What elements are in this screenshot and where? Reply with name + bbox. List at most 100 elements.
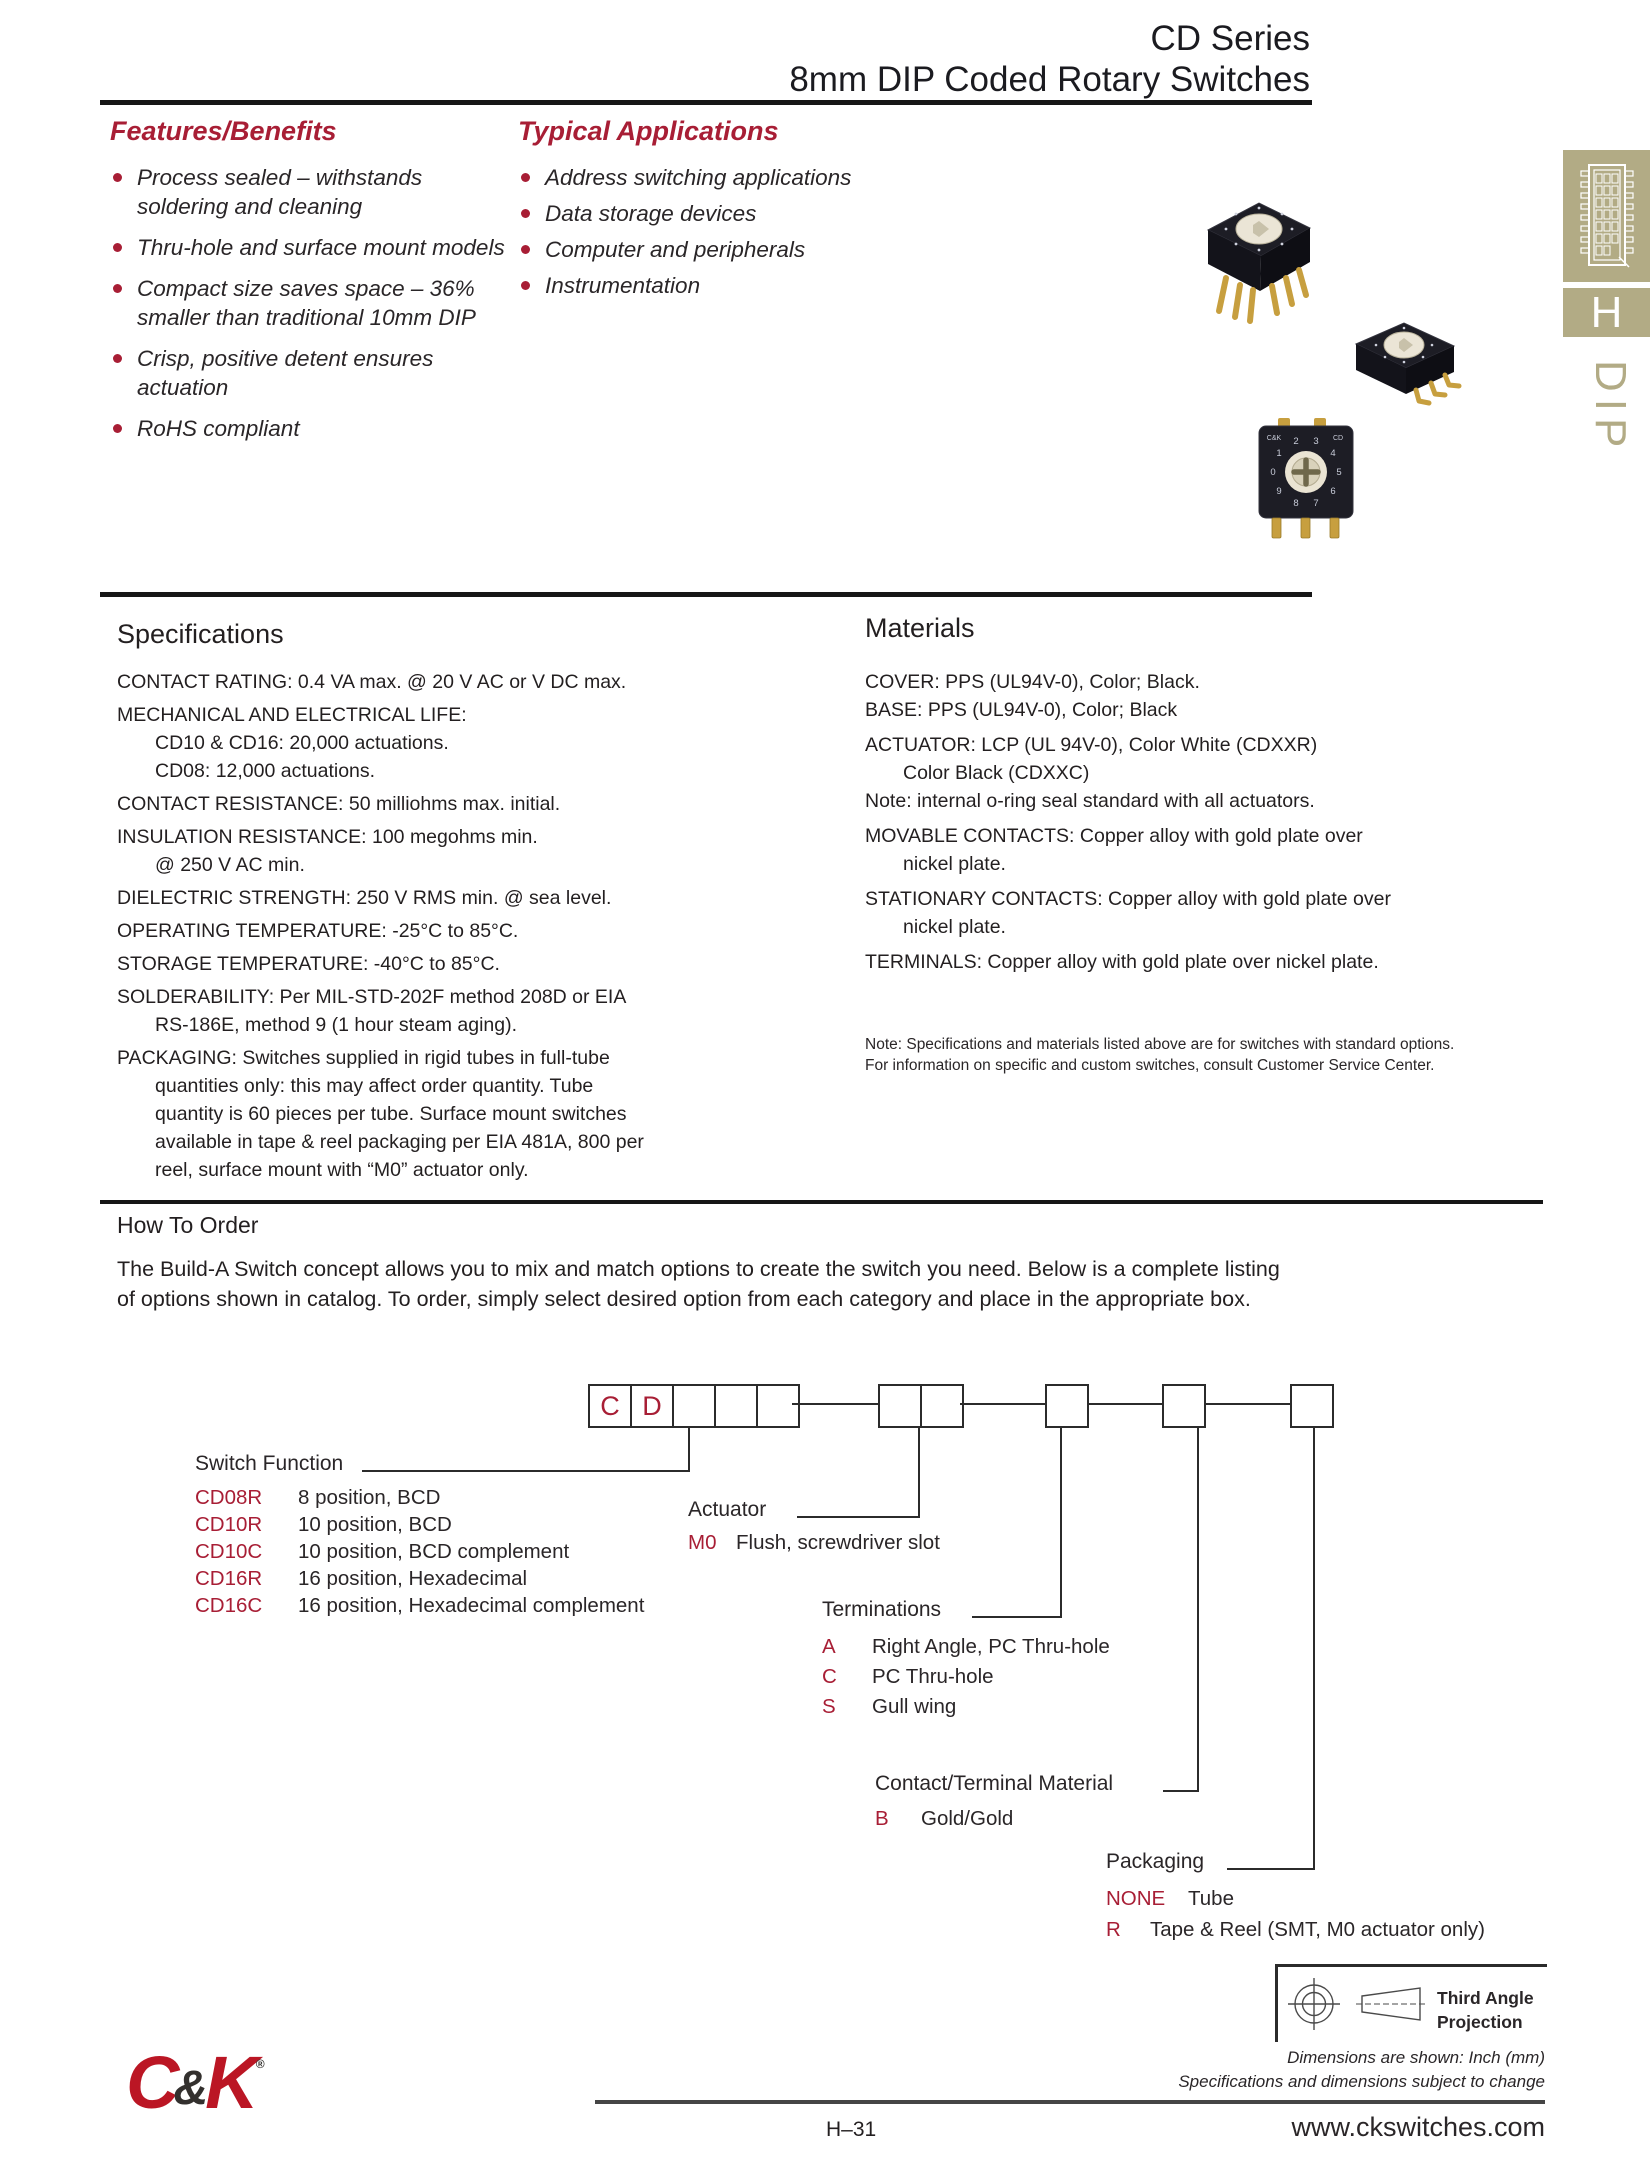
contact-material-group: Contact/Terminal Material B Gold/Gold (875, 1772, 1113, 1832)
order-code-box-terminations (1045, 1384, 1089, 1428)
dial-digit: 7 (1313, 498, 1318, 509)
feature-item: Crisp, positive detent ensures actuation (110, 344, 557, 402)
section-divider (100, 592, 1312, 597)
dial-digit: 2 (1293, 436, 1298, 447)
contact-material-label: Contact/Terminal Material (875, 1772, 1114, 1795)
option-desc: Gold/Gold (921, 1807, 1014, 1830)
application-text: Data storage devices (545, 201, 757, 226)
option-code: R (1106, 1918, 1121, 1941)
option-code: M0 (688, 1531, 717, 1554)
option-desc: Gull wing (872, 1695, 957, 1718)
bullet-icon (113, 424, 122, 433)
option-row: A Right Angle, PC Thru-hole (822, 1632, 1110, 1662)
option-row: CD08R 8 position, BCD (195, 1484, 644, 1511)
feature-item: RoHS compliant (110, 414, 557, 443)
order-code-box-packaging (1290, 1384, 1334, 1428)
bullet-icon (521, 173, 530, 182)
option-code: A (822, 1635, 836, 1658)
applications-section: Typical Applications Address switching a… (518, 116, 945, 307)
material-line: nickel plate. (903, 853, 1006, 875)
order-code-box (672, 1384, 716, 1428)
product-photo-smt-switch (1340, 312, 1475, 422)
callout-line-packaging (1313, 1428, 1315, 1870)
option-row: CD16C 16 position, Hexadecimal complemen… (195, 1592, 644, 1619)
switch-function-group: Switch Function CD08R 8 position, BCD CD… (195, 1452, 644, 1619)
option-code: S (822, 1695, 836, 1718)
subject-note: Specifications and dimensions subject to… (1178, 2072, 1545, 2091)
material-line: Color Black (CDXXC) (903, 762, 1090, 784)
bullet-icon (113, 173, 122, 182)
option-desc: Right Angle, PC Thru-hole (872, 1635, 1110, 1658)
feature-item: Process sealed – withstands soldering an… (110, 163, 557, 221)
material-line: BASE: PPS (UL94V-0), Color; Black (865, 699, 1178, 721)
callout-line-switch-function (362, 1470, 690, 1472)
packaging-group: Packaging NONE Tube R Tape & Reel (SMT, … (1106, 1850, 1485, 1945)
spec-line: CONTACT RESISTANCE: 50 milliohms max. in… (117, 793, 561, 815)
registered-trademark-icon: ® (255, 2057, 265, 2071)
logo-ampersand: & (173, 2062, 209, 2115)
material-line: Note: internal o-ring seal standard with… (865, 790, 1315, 812)
feature-text: Thru-hole and surface mount models (137, 235, 505, 260)
switch-function-label: Switch Function (195, 1452, 344, 1475)
bullet-icon (113, 284, 122, 293)
spec-line: MECHANICAL AND ELECTRICAL LIFE: (117, 704, 467, 726)
spec-line: available in tape & reel packaging per E… (155, 1131, 644, 1153)
callout-line-switch-function (688, 1428, 690, 1472)
order-code-actuator-boxes (878, 1384, 964, 1428)
logo-letter-c: C (126, 2041, 179, 2124)
projection-label-line: Third Angle (1437, 1988, 1534, 2008)
order-code-box (878, 1384, 922, 1428)
option-code: B (875, 1807, 889, 1830)
order-code-box (756, 1384, 800, 1428)
page-header: CD Series 8mm DIP Coded Rotary Switches (789, 18, 1310, 100)
order-code-box-contact-material (1162, 1384, 1206, 1428)
website-url: www.ckswitches.com (1291, 2112, 1545, 2142)
material-line: ACTUATOR: LCP (UL 94V-0), Color White (C… (865, 734, 1318, 756)
spec-line: quantity is 60 pieces per tube. Surface … (155, 1103, 627, 1125)
material-line: COVER: PPS (UL94V-0), Color; Black. (865, 671, 1200, 693)
option-code: NONE (1106, 1887, 1166, 1910)
intro-line: The Build-A Switch concept allows you to… (117, 1257, 1280, 1281)
terminations-label: Terminations (822, 1598, 942, 1621)
logo-letter-k: K (205, 2041, 258, 2124)
callout-line-contact-material (1163, 1790, 1199, 1792)
dial-digit: 1 (1276, 448, 1281, 459)
option-row: R Tape & Reel (SMT, M0 actuator only) (1106, 1914, 1485, 1945)
spec-line: PACKAGING: Switches supplied in rigid tu… (117, 1047, 610, 1069)
bullet-icon (113, 243, 122, 252)
feature-text: RoHS compliant (137, 416, 300, 441)
option-row: M0 Flush, screwdriver slot (688, 1529, 940, 1556)
materials-note: Note: Specifications and materials liste… (865, 1034, 1525, 1076)
option-code: C (822, 1665, 837, 1688)
product-photo-thruhole-switch (1180, 190, 1330, 330)
option-code: CD16C (195, 1594, 263, 1617)
header-subtitle: 8mm DIP Coded Rotary Switches (789, 60, 1310, 99)
spec-line: CD08: 12,000 actuations. (155, 760, 376, 782)
spec-line: quantities only: this may affect order q… (155, 1075, 594, 1097)
order-code-prefix-boxes: C D (588, 1384, 800, 1428)
feature-text: Process sealed – withstands soldering an… (137, 165, 423, 219)
option-desc: 16 position, Hexadecimal (298, 1567, 528, 1590)
order-code-box (920, 1384, 964, 1428)
actuator-group: Actuator M0 Flush, screwdriver slot (688, 1498, 940, 1556)
features-title: Features/Benefits (110, 116, 337, 146)
terminations-group: Terminations A Right Angle, PC Thru-hole… (822, 1598, 1110, 1722)
option-row: B Gold/Gold (875, 1805, 1113, 1832)
option-row: CD10R 10 position, BCD (195, 1511, 644, 1538)
dial-digit: 8 (1293, 498, 1298, 509)
application-item: Address switching applications (518, 163, 945, 192)
series-marking: CD (1333, 435, 1343, 442)
order-code-box: C (588, 1384, 632, 1428)
application-text: Instrumentation (545, 273, 701, 298)
sidebar-section-tab: H (1563, 288, 1650, 337)
material-line: MOVABLE CONTACTS: Copper alloy with gold… (865, 825, 1363, 847)
bullet-icon (521, 281, 530, 290)
application-item: Computer and peripherals (518, 235, 945, 264)
how-to-order-title: How To Order (117, 1212, 259, 1238)
actuator-label: Actuator (688, 1498, 767, 1521)
materials-note-line: Note: Specifications and materials liste… (865, 1036, 1455, 1053)
footer-rule (595, 2100, 1545, 2104)
application-text: Computer and peripherals (545, 237, 806, 262)
application-text: Address switching applications (545, 165, 852, 190)
